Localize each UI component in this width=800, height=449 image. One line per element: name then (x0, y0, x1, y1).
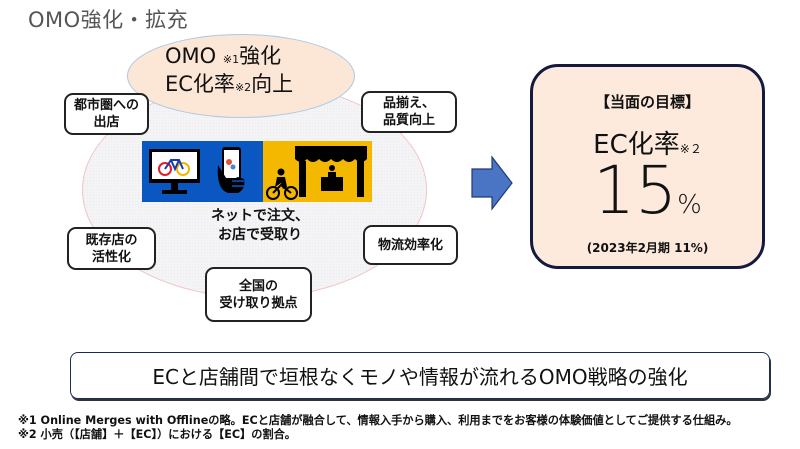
box-existing-store-revitalization: 既存店の 活性化 (67, 227, 156, 270)
monitor-bicycle-icon (149, 149, 200, 194)
footnote-2: ※2 小売（【店舗】＋【EC】）における【EC】の割合。 (18, 428, 296, 441)
goal-previous-value: (2023年2月期 11%) (586, 241, 709, 255)
goal-value-number: 15 (593, 152, 678, 229)
box-logistics-efficiency: 物流効率化 (363, 225, 458, 265)
strategy-banner: ECと店舗間で垣根なくモノや情報が流れるOMO戦略の強化 (70, 352, 770, 399)
omo-label: OMO (165, 44, 217, 68)
page-title: OMO強化・拡充 (28, 8, 189, 32)
box-urban-expansion: 都市圏への 出店 (64, 93, 149, 135)
order-pickup-illustration (142, 141, 372, 202)
goal-label: 【当面の目標】 (594, 93, 700, 111)
box-nationwide-pickup: 全国の 受け取り拠点 (205, 267, 312, 322)
footnotes: ※1 Online Merges with Offlineの略。ECと店舗が融合… (18, 414, 738, 442)
storefront-icon (295, 146, 367, 197)
smartphone-hand-icon (217, 147, 245, 193)
goal-card: 【当面の目標】 EC化率※２ 15% (2023年2月期 11%) (530, 64, 765, 269)
ec-rate-label: EC化率 (165, 72, 235, 96)
store-pickup-panel (263, 141, 372, 202)
note-ref-2: ※２ (679, 142, 702, 156)
box-assortment-quality: 品揃え、 品質向上 (361, 91, 457, 133)
goal-metric: EC化率※２ (533, 124, 762, 161)
omo-goal-text: OMO ※1強化 EC化率※2向上 (165, 44, 293, 100)
note-ref-2: ※2 (234, 81, 252, 94)
order-pickup-caption: ネットで注文、 お店で受取り (211, 208, 309, 243)
ec-rate-improve-label: 向上 (251, 72, 294, 96)
footnote-1: ※1 Online Merges with Offlineの略。ECと店舗が融合… (18, 414, 738, 427)
cyclist-icon (266, 168, 298, 200)
omo-strengthen-label: 強化 (239, 44, 282, 68)
right-arrow-icon (471, 155, 513, 211)
goal-value-unit: % (677, 190, 702, 220)
online-order-panel (142, 141, 263, 202)
goal-value: 15% (533, 155, 762, 241)
goal-metric-label: EC化率 (593, 130, 680, 160)
note-ref-1: ※1 (222, 53, 240, 66)
omo-goal-ellipse (127, 34, 355, 118)
